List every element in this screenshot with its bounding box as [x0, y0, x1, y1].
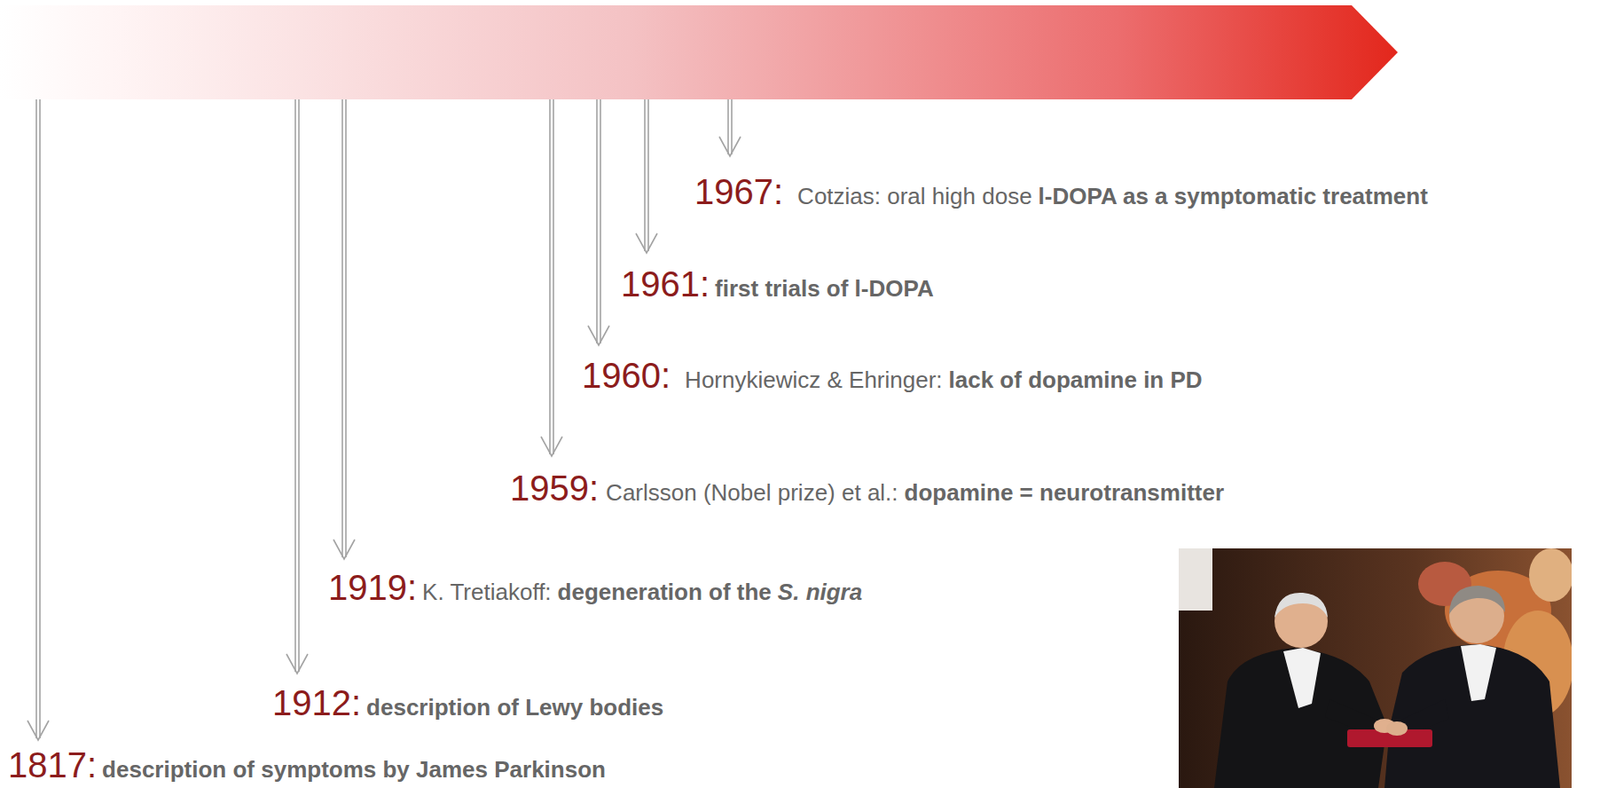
- photo-hair: [1449, 585, 1506, 614]
- event-text: Carlsson (Nobel prize) et al.:: [605, 478, 898, 507]
- year-label: 1961:: [620, 262, 710, 306]
- event-text: first trials of l-DOPA: [714, 274, 934, 303]
- nobel-photo: [1178, 548, 1572, 788]
- pointer-1919: [333, 99, 355, 559]
- timeline-entry: 1919:K. Tretiakoff:degeneration of theS.…: [328, 565, 863, 609]
- photo-shirt: [1460, 643, 1497, 701]
- pointer-1959: [541, 99, 563, 456]
- event-text: degeneration of the: [557, 578, 772, 606]
- photo-suit: [1384, 643, 1561, 788]
- photo-ground: [1178, 548, 1572, 788]
- year-label: 1817:: [7, 743, 97, 786]
- event-text: Hornykiewicz & Ehringer:: [684, 366, 942, 394]
- timeline-entry: 1960: Hornykiewicz & Ehringer:lack of dop…: [581, 353, 1203, 397]
- timeline-entry: 1959:Carlsson (Nobel prize) et al.:dopam…: [509, 466, 1224, 510]
- photo-shirt: [1283, 647, 1321, 708]
- event-text: Cotzias: oral high dose: [797, 182, 1032, 211]
- year-label: 1912:: [272, 681, 361, 724]
- timeline-entry: 1961:first trials of l-DOPA: [620, 262, 934, 306]
- photo-hair: [1274, 592, 1328, 618]
- photo-figure: [1178, 548, 1213, 611]
- timeline-entry: 1912:description of Lewy bodies: [272, 681, 664, 724]
- event-text: K. Tretiakoff:: [422, 578, 551, 606]
- pointer-1960: [588, 99, 610, 346]
- pointer-1967: [719, 99, 741, 157]
- year-label: 1959:: [509, 466, 599, 510]
- event-text: l-DOPA as a symptomatic treatment: [1038, 182, 1428, 211]
- pointer-1961: [635, 99, 658, 253]
- year-label: 1919:: [328, 565, 417, 609]
- year-label: 1960:: [581, 353, 671, 397]
- event-text: lack of dopamine in PD: [949, 366, 1203, 394]
- photo-suit: [1214, 647, 1388, 788]
- event-text: dopamine = neurotransmitter: [904, 478, 1224, 507]
- timeline-entry: 1817:description of symptoms by James Pa…: [7, 743, 606, 786]
- timeline-pointers: [27, 99, 741, 740]
- year-label: 1967:: [694, 170, 784, 213]
- photo-flowers: [1529, 548, 1572, 602]
- event-text: description of Lewy bodies: [366, 693, 664, 722]
- event-text: S. nigra: [777, 578, 863, 606]
- timeline-entry: 1967: Cotzias: oral high dosel-DOPA as a …: [694, 170, 1428, 213]
- pointer-1912: [286, 99, 308, 674]
- event-text: description of symptoms by James Parkins…: [101, 755, 606, 784]
- photo-hand: [1386, 721, 1408, 736]
- timeline-bar: [0, 5, 1398, 100]
- pointer-1817: [27, 99, 49, 740]
